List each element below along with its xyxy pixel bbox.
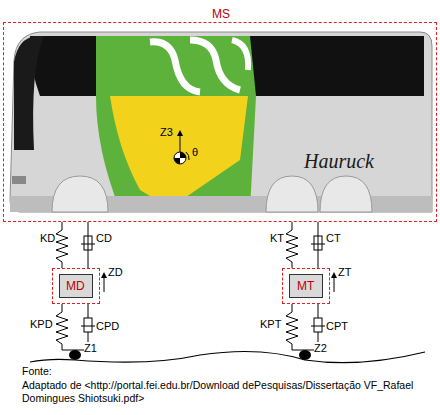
damper-rod [88,222,89,268]
symbol-label: CPT [326,320,348,332]
symbol-label: ZT [338,266,351,278]
mass-label: MS [212,8,230,20]
symbol-label: KT [270,232,284,244]
symbol-label: KD [40,232,55,244]
brand-text: Hauruck [304,150,374,172]
mass-label: MT [297,280,314,292]
symbol-label: KPT [260,318,281,330]
symbol-label: CPD [96,320,119,332]
symbol-label: Z2 [314,342,327,354]
source-heading: Fonte: [22,366,52,378]
sprung-mass-region: MS [3,22,437,222]
symbol-label: KPD [30,318,53,330]
symbol-label: Z1 [84,342,97,354]
source-text: Adaptado de <http://portal.fei.edu.br/Do… [22,379,427,404]
symbol-label: θ [192,146,198,158]
unsprung-mass-box: MT [282,268,330,304]
symbol-label: Z3 [160,126,173,138]
symbol-label: CT [326,232,341,244]
mass-label: MD [66,280,85,292]
symbol-label: ZD [108,266,123,278]
symbol-label: CD [96,232,112,244]
unsprung-mass-box: MD [52,268,100,304]
damper-rod [318,222,319,268]
